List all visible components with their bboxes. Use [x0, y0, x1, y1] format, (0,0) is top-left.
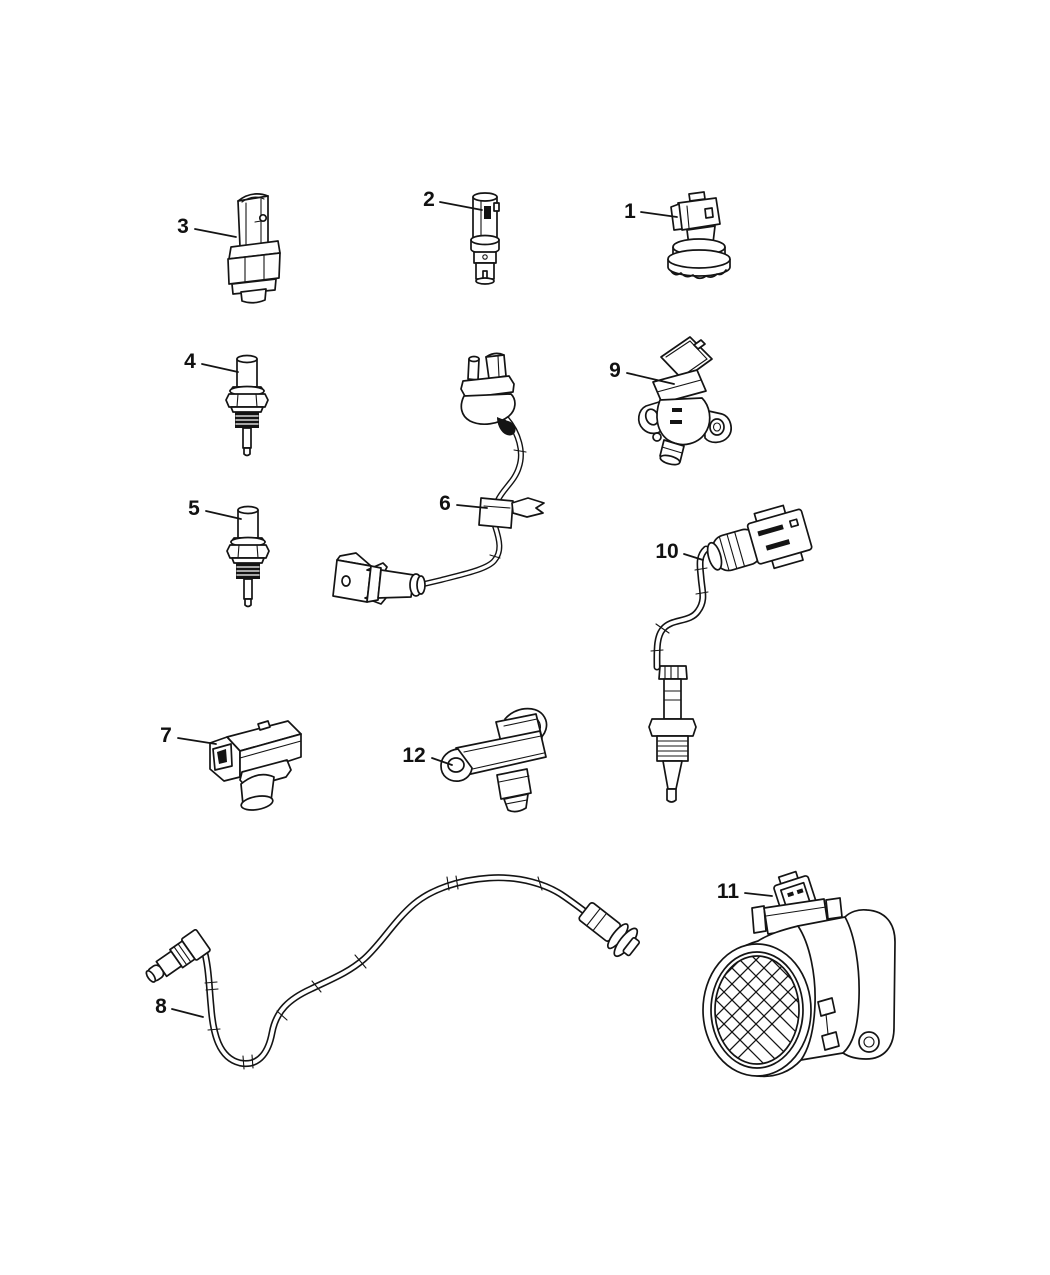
callout-1-label[interactable]: 1	[624, 200, 636, 223]
part-12-drawing	[440, 707, 548, 813]
callout-11-label[interactable]: 11	[717, 880, 740, 903]
part-4-drawing	[225, 354, 269, 457]
callout-8[interactable]: 8	[155, 995, 204, 1018]
callout-2[interactable]: 2	[423, 188, 483, 211]
callout-7-label[interactable]: 7	[160, 724, 172, 747]
part-1-drawing	[667, 191, 731, 280]
part-5-drawing	[226, 505, 270, 608]
part-3-drawing	[227, 193, 281, 304]
callout-4-label[interactable]: 4	[184, 350, 196, 373]
callout-7[interactable]: 7	[160, 724, 217, 747]
callout-8-label[interactable]: 8	[155, 995, 167, 1018]
callout-10[interactable]: 10	[655, 540, 704, 563]
callout-12[interactable]: 12	[402, 744, 453, 767]
callout-3[interactable]: 3	[177, 215, 237, 238]
callout-12-label[interactable]: 12	[402, 744, 425, 767]
callout-6-label[interactable]: 6	[439, 492, 451, 515]
callout-4[interactable]: 4	[184, 350, 239, 373]
callout-11[interactable]: 11	[717, 880, 773, 903]
callout-10-label[interactable]: 10	[655, 540, 678, 563]
part-6-drawing	[332, 352, 545, 605]
part-8-drawing	[145, 874, 641, 1070]
callout-5-label[interactable]: 5	[188, 497, 200, 520]
callout-6[interactable]: 6	[439, 492, 488, 515]
part-11-drawing	[702, 870, 896, 1078]
callout-3-label[interactable]: 3	[177, 215, 189, 238]
callout-5[interactable]: 5	[188, 497, 242, 520]
callout-1[interactable]: 1	[624, 200, 678, 223]
callout-9-label[interactable]: 9	[609, 359, 621, 382]
callout-2-label[interactable]: 2	[423, 188, 435, 211]
part-2-drawing	[470, 192, 500, 285]
part-9-drawing	[637, 336, 732, 466]
callout-9[interactable]: 9	[609, 359, 675, 385]
part-7-drawing	[209, 720, 302, 811]
part-10-drawing	[648, 504, 813, 803]
